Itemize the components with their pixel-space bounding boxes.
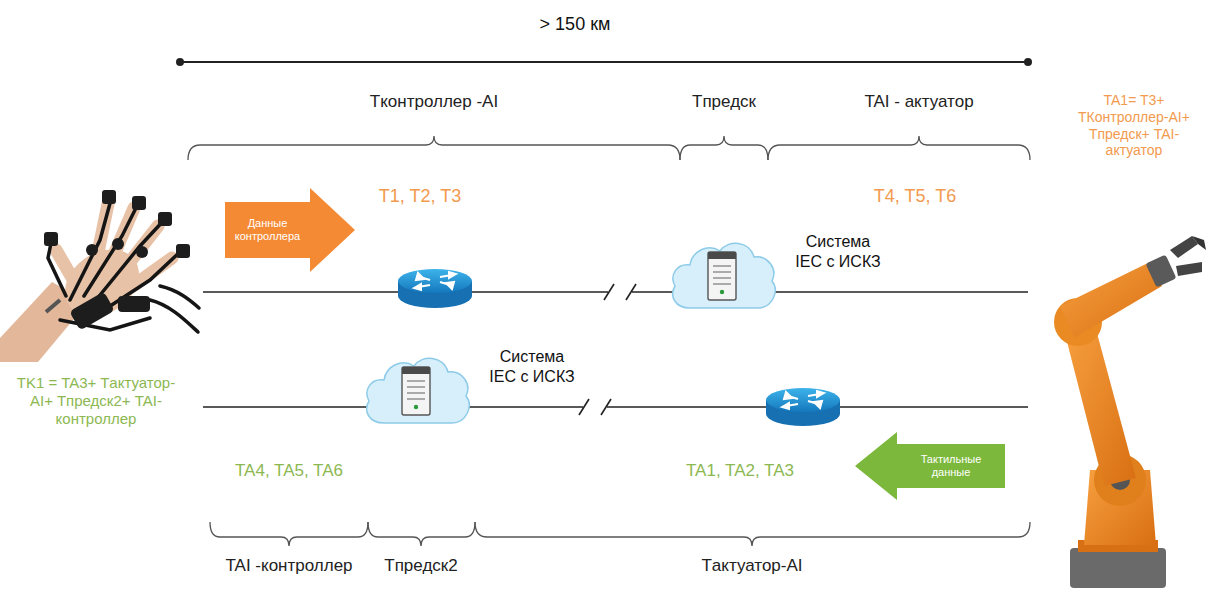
- router-icon: [398, 269, 472, 308]
- distance-ruler: [176, 58, 1032, 66]
- packet-times: T1, T2, T3: [379, 186, 461, 208]
- arrow-body: [225, 188, 355, 272]
- packet-times: TA4, TA5, TA6: [235, 461, 343, 481]
- cloud-icon: [668, 236, 778, 311]
- haptic-glove-hand: [0, 190, 199, 362]
- server-icon: [713, 265, 731, 266]
- packet-times: TA1, TA2, TA3: [686, 461, 794, 481]
- packet-times: T4, T5, T6: [874, 186, 956, 208]
- server-icon: [407, 398, 425, 399]
- router-icon: [766, 388, 840, 426]
- cloud-shape: [367, 358, 469, 423]
- delay-formula: TK1 = TA3+ Tактуатор-AI+ Tпредск2+ TAI-к…: [8, 374, 184, 428]
- server-icon: [720, 290, 724, 294]
- arrow-caption: Тактильные данные: [897, 453, 1005, 478]
- upper-link-line: [203, 284, 1028, 300]
- server-icon: [713, 277, 731, 278]
- server-icon: [713, 283, 731, 284]
- delay-label: Tконтроллер -AI: [370, 92, 498, 112]
- delay-label: TAI - актуатор: [864, 92, 973, 112]
- arrow-caption: Данные контроллера: [225, 217, 310, 242]
- delay-formula: TA1= T3+ TКонтроллер-AI+ Tпредск+ TAI-ак…: [1062, 92, 1206, 159]
- delay-label: Tпредск: [692, 92, 756, 112]
- server-icon: [402, 367, 430, 374]
- edge-cloud-server: Система IEC с ИСКЗ: [362, 345, 582, 427]
- delay-label: Tпредск2: [384, 556, 457, 576]
- server-icon: [402, 367, 430, 415]
- server-icon: [708, 252, 736, 300]
- distance-label: > 150 км: [540, 14, 611, 36]
- arrow-text-area: Тактильные данные: [897, 444, 1005, 488]
- server-icon: [407, 380, 425, 381]
- server-icon: [708, 252, 736, 259]
- arrow-shape: [855, 432, 1005, 500]
- data-arrow: Тактильные данные: [855, 432, 1005, 500]
- lower-link-line: [203, 399, 1028, 415]
- edge-cloud-server: Система IEC с ИСКЗ: [668, 230, 888, 312]
- server-icon: [713, 271, 731, 272]
- cloud-label: Система IEC с ИСКЗ: [792, 232, 884, 272]
- data-arrow: Данные контроллера: [225, 188, 355, 272]
- lower-braces: [210, 522, 1030, 546]
- arrow-text-area: Данные контроллера: [225, 202, 310, 258]
- upper-braces: [188, 136, 1030, 160]
- arrow-body: [855, 432, 1005, 500]
- delay-label: Tактуатор-AI: [701, 556, 802, 576]
- cloud-icon: [362, 351, 472, 426]
- delay-label: TAI -контроллер: [225, 556, 352, 576]
- server-icon: [407, 392, 425, 393]
- cloud-shape: [673, 243, 775, 308]
- server-icon: [414, 405, 418, 409]
- server-icon: [407, 386, 425, 387]
- cloud-label: Система IEC с ИСКЗ: [486, 347, 578, 387]
- robot-arm: [1054, 236, 1206, 588]
